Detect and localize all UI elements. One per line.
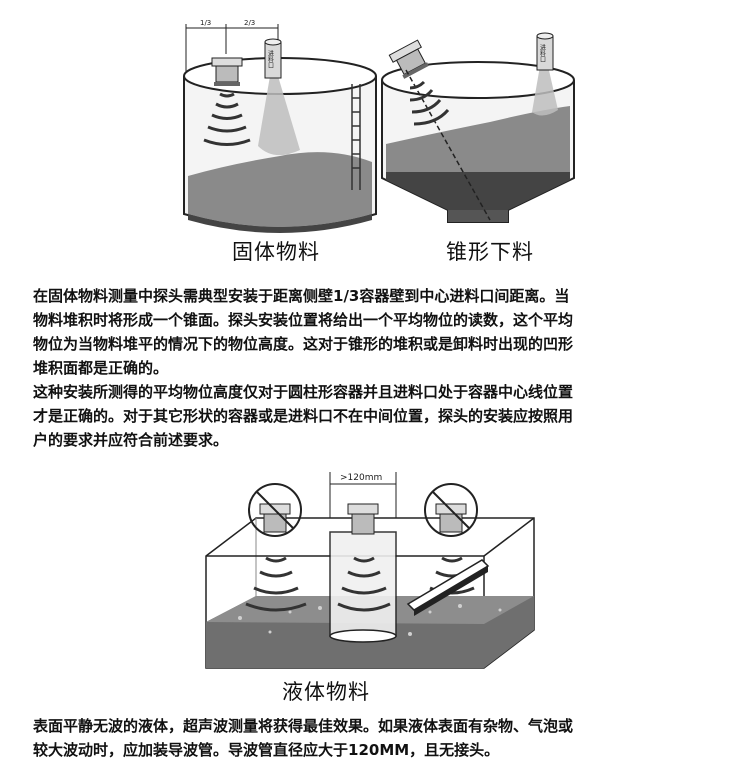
caption-solid-material: 固体物料 [232, 240, 320, 264]
obstacle-rail [406, 559, 490, 616]
ultrasonic-waves-right [409, 80, 450, 126]
probe-icon-tilted [388, 39, 429, 79]
text-line: 这种安装所测得的平均物位高度仅对于圆柱形容器并且进料口处于容器中心线位置 [33, 383, 574, 401]
caption-liquid-material: 液体物料 [282, 680, 370, 704]
dimension-label: >120mm [340, 473, 382, 483]
text-line: 堆积面都是正确的。 [33, 359, 169, 377]
liquid-material-figure: >120mm [205, 472, 535, 669]
stilling-well [329, 531, 397, 643]
probe-icon-left-crossed [248, 483, 302, 537]
solid-material-figure: 1/3 2/3 进料口 [183, 19, 575, 233]
solid-installation-text: 在固体物料测量中探头需典型安装于距离侧壁1/3容器壁到中心进料口间距离。当 物料… [33, 284, 723, 452]
ladder [351, 84, 361, 190]
probe-axis-line [405, 69, 491, 221]
solid-tank: 进料口 [183, 38, 377, 233]
probe-icon-left [211, 57, 243, 86]
text-line: 物料堆积时将形成一个锥面。探头安装位置将给出一个平均物位的读数，这个平均 [33, 311, 574, 329]
text-line: 较大波动时，应加装导波管。导波管直径应大于120MM，且无接头。 [33, 741, 500, 759]
text-line: 表面平静无波的液体，超声波测量将获得最佳效果。如果液体表面有杂物、气泡或 [33, 717, 574, 735]
text-line: 才是正确的。对于其它形状的容器或是进料口不在中间位置，探头的安装应按照用 [33, 407, 574, 425]
text-line: 户的要求并应符合前述要求。 [33, 431, 229, 449]
cone-tank: 进料口 [381, 32, 575, 223]
surface-debris [238, 604, 502, 636]
dimension-two-thirds: 2/3 [244, 19, 255, 27]
text-line: 在固体物料测量中探头需典型安装于距离侧壁1/3容器壁到中心进料口间距离。当 [33, 287, 570, 305]
probe-icon-center [347, 503, 379, 535]
caption-cone-discharge: 锥形下料 [446, 240, 534, 264]
dimension-one-third: 1/3 [200, 19, 211, 27]
ultrasonic-waves-left [203, 92, 251, 146]
inlet-label-left: 进料口 [267, 49, 274, 69]
inlet-label-right: 进料口 [539, 43, 546, 63]
text-line: 物位为当物料堆平的情况下的物位高度。这对于锥形的堆积或是卸料时出现的凹形 [33, 335, 574, 353]
liquid-installation-text: 表面平静无波的液体，超声波测量将获得最佳效果。如果液体表面有杂物、气泡或 较大波… [33, 714, 723, 762]
probe-icon-right-crossed [424, 483, 478, 537]
